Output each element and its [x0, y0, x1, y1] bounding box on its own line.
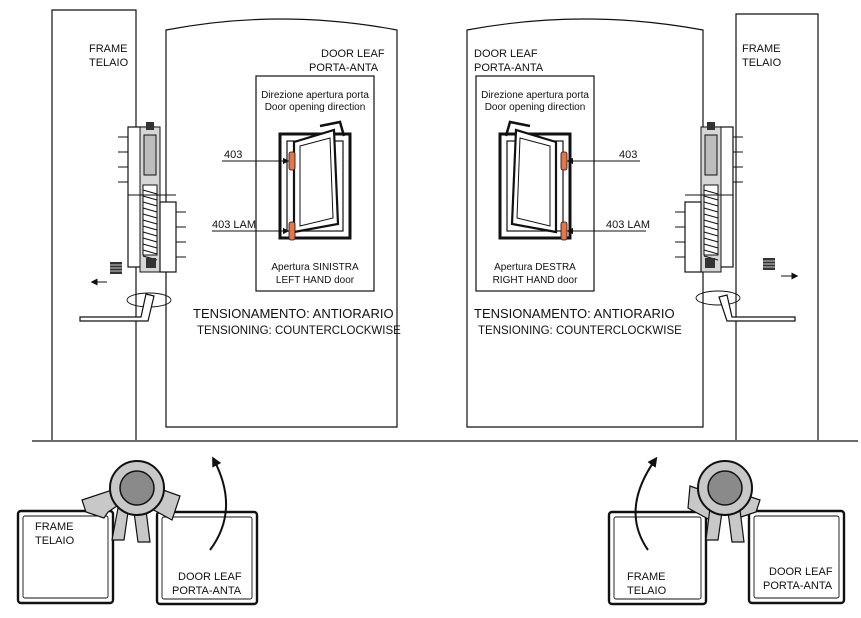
left-leaf-label-line1: DOOR LEAF — [321, 48, 385, 60]
left-frame-label-line2: TELAIO — [89, 57, 129, 69]
left-callout-403-lam: 403 LAM — [212, 219, 256, 231]
left-box-caption-line2: LEFT HAND door — [276, 275, 355, 286]
bottom-left-leaf-box — [155, 510, 259, 606]
right-grub-screw-icon — [763, 258, 775, 270]
right-panel: FRAME TELAIO DOOR LEAF PORTA-ANTA Dir — [466, 13, 819, 440]
left-tension-en: TENSIONING: COUNTERCLOCKWISE — [197, 325, 401, 337]
right-hinge-icon — [675, 122, 743, 273]
right-callout-403-lam: 403 LAM — [606, 219, 650, 231]
left-box-title-line2: Door opening direction — [265, 102, 366, 113]
left-callout-403: 403 — [224, 149, 242, 161]
bottom-right-leaf-label-line2: PORTA-ANTA — [763, 580, 833, 592]
bottom-right-leaf-box — [747, 509, 846, 605]
right-marker-403 — [560, 151, 568, 171]
bottom-left-frame-box — [16, 509, 115, 605]
bottom-left-section: FRAME TELAIO DOOR LEAF PORTA-ANTA — [16, 456, 259, 606]
bottom-right-frame-label-line1: FRAME — [627, 571, 666, 583]
left-marker-403 — [288, 151, 296, 171]
left-hinge-icon — [118, 122, 186, 273]
right-box-title-line1: Direzione apertura porta — [481, 90, 589, 101]
right-frame-label-line1: FRAME — [742, 43, 781, 55]
right-door-icon — [498, 120, 572, 240]
left-panel: FRAME TELAIO DOOR LEAF PORTA-ANTA — [51, 9, 401, 440]
left-leaf-label-line2: PORTA-ANTA — [309, 62, 379, 74]
right-allen-key-icon — [718, 294, 796, 322]
bottom-left-leaf-label-line2: PORTA-ANTA — [172, 585, 242, 597]
left-frame — [51, 9, 137, 440]
right-frame — [735, 13, 819, 440]
bottom-right-hinge-cross-section-icon — [687, 460, 761, 543]
right-box-caption-line1: Apertura DESTRA — [494, 262, 576, 273]
bottom-right-rotation-arrow-icon — [634, 456, 658, 551]
left-marker-403-lam — [288, 221, 296, 241]
left-allen-key-icon — [79, 293, 155, 322]
bottom-right-leaf-label-line1: DOOR LEAF — [769, 566, 833, 578]
bottom-right-frame-label-line2: TELAIO — [627, 585, 667, 597]
left-frame-label-line1: FRAME — [89, 43, 128, 55]
right-box-caption-line2: RIGHT HAND door — [493, 275, 579, 286]
bottom-left-leaf-label-line1: DOOR LEAF — [178, 571, 242, 583]
right-frame-label-line2: TELAIO — [742, 57, 782, 69]
bottom-right-frame-box — [607, 510, 708, 606]
bottom-left-frame-label-line2: TELAIO — [35, 535, 75, 547]
bottom-right-section: FRAME TELAIO DOOR LEAF PORTA-ANTA — [607, 456, 846, 606]
bottom-left-frame-label-line1: FRAME — [35, 521, 74, 533]
left-grub-screw-icon — [110, 262, 122, 274]
right-leaf-label-line1: DOOR LEAF — [474, 48, 538, 60]
left-door-leaf — [165, 18, 398, 428]
right-door-leaf — [466, 18, 704, 428]
left-box-caption-line1: Apertura SINISTRA — [271, 262, 359, 273]
bottom-left-hinge-cross-section-icon — [81, 460, 181, 543]
left-tension-it: TENSIONAMENTO: ANTIORARIO — [193, 306, 394, 321]
bottom-left-rotation-arrow-icon — [209, 456, 228, 551]
right-tension-en: TENSIONING: COUNTERCLOCKWISE — [478, 325, 682, 337]
right-box-title-line2: Door opening direction — [485, 102, 586, 113]
left-box-title-line1: Direzione apertura porta — [261, 90, 369, 101]
right-callout-403: 403 — [619, 149, 637, 161]
right-marker-403-lam — [560, 221, 568, 241]
right-leaf-label-line2: PORTA-ANTA — [474, 62, 544, 74]
left-door-icon — [278, 120, 352, 240]
right-rotation-icon — [695, 290, 741, 306]
right-tension-it: TENSIONAMENTO: ANTIORARIO — [474, 306, 675, 321]
